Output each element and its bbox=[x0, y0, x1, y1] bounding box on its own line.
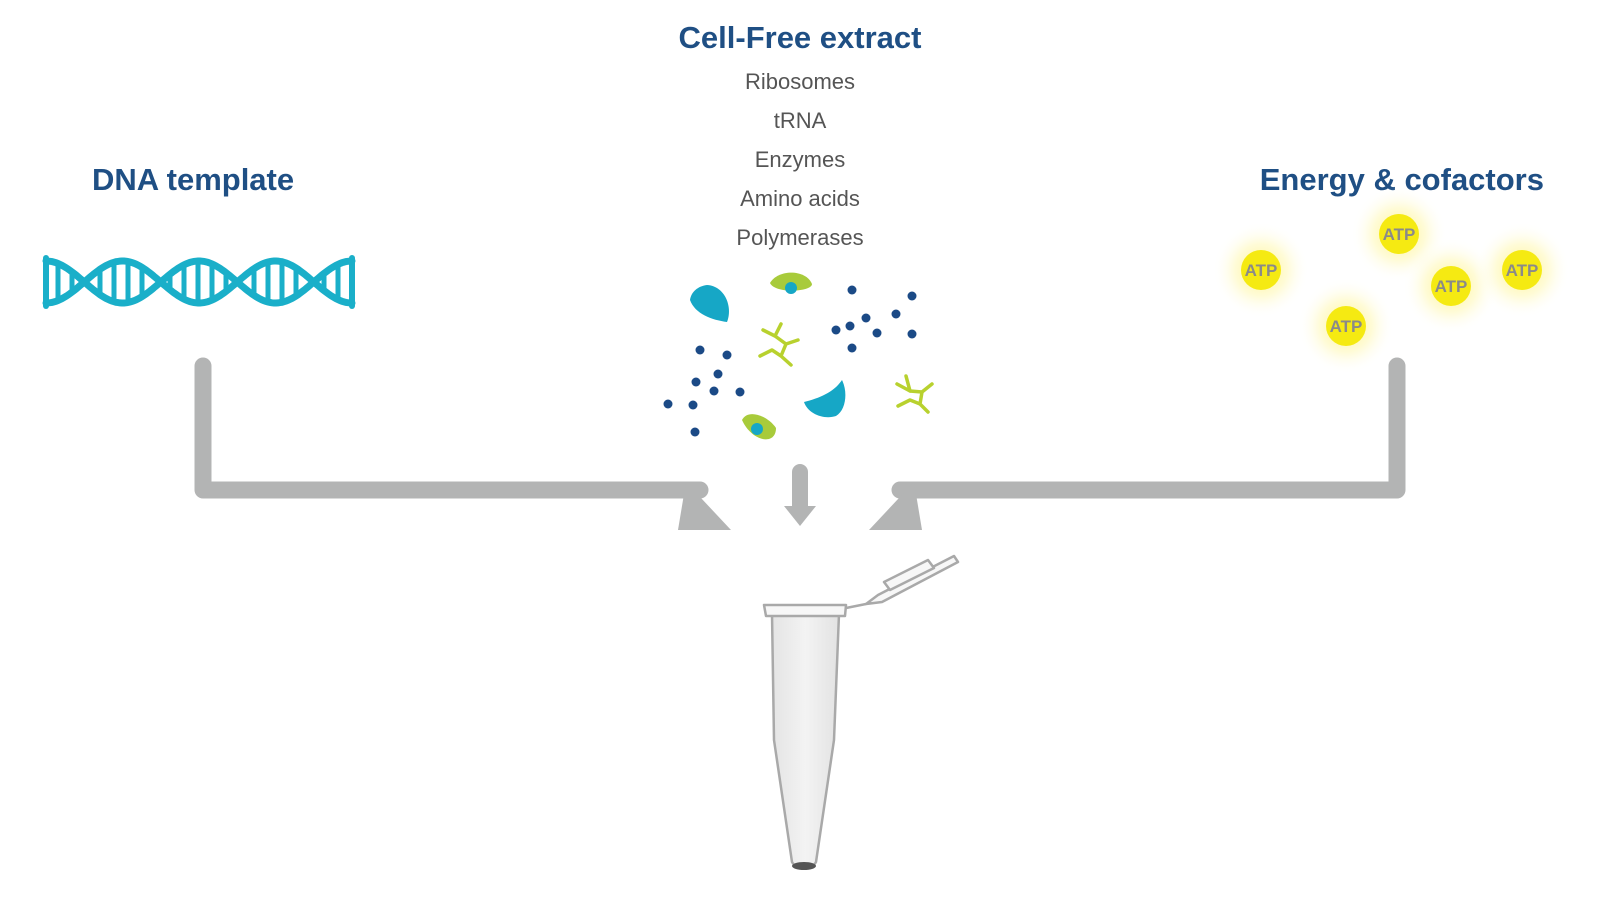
component-polymerases: Polymerases bbox=[736, 225, 864, 250]
amino-acid-dot bbox=[831, 325, 841, 335]
extract-arrow bbox=[784, 464, 816, 526]
amino-acid-dot bbox=[695, 345, 705, 355]
component-enzymes: Enzymes bbox=[754, 147, 846, 172]
energy-arrow-head bbox=[869, 482, 922, 530]
extract-particles bbox=[663, 272, 934, 440]
amino-acid-dot bbox=[688, 400, 698, 410]
amino-acid-dots bbox=[663, 285, 917, 437]
dna-icon bbox=[42, 255, 356, 309]
atp-label: ATP bbox=[1435, 277, 1468, 296]
atp-circle bbox=[1502, 250, 1542, 290]
atp-circle bbox=[1326, 306, 1366, 346]
dna-template-title: DNA template bbox=[92, 162, 295, 197]
amino-acid-dot bbox=[872, 328, 882, 338]
enzyme-icon bbox=[742, 414, 776, 440]
atp-molecules: ATP ATP ATP ATP ATP bbox=[1213, 186, 1570, 374]
amino-acid-dot bbox=[891, 309, 901, 319]
atp-circle bbox=[1241, 250, 1281, 290]
amino-acid-dot bbox=[709, 386, 719, 396]
atp-label: ATP bbox=[1383, 225, 1416, 244]
amino-acid-dot bbox=[713, 369, 723, 379]
atp-molecule: ATP bbox=[1213, 222, 1309, 318]
component-ribosomes: Ribosomes bbox=[744, 69, 856, 94]
amino-acid-dot bbox=[663, 399, 673, 409]
extract-arrow-head bbox=[784, 506, 816, 526]
microcentrifuge-tube-icon bbox=[762, 554, 960, 870]
amino-acid-dot bbox=[847, 285, 857, 295]
enzyme-icon bbox=[770, 272, 812, 294]
amino-acid-dot bbox=[735, 387, 745, 397]
component-trna: tRNA bbox=[773, 108, 827, 133]
amino-acid-dot bbox=[861, 313, 871, 323]
amino-acid-dot bbox=[907, 329, 917, 339]
amino-acid-dot bbox=[722, 350, 732, 360]
atp-molecule: ATP bbox=[1298, 278, 1394, 374]
dna-strand bbox=[42, 257, 356, 307]
amino-acid-dot bbox=[845, 321, 855, 331]
extract-component-list: Ribosomes tRNA Enzymes Amino acids Polym… bbox=[0, 62, 1600, 257]
atp-label: ATP bbox=[1245, 261, 1278, 280]
atp-label: ATP bbox=[1506, 261, 1539, 280]
trna-icon bbox=[758, 322, 800, 367]
ribosome-icon bbox=[804, 380, 846, 418]
atp-circle bbox=[1431, 266, 1471, 306]
amino-acid-dot bbox=[691, 377, 701, 387]
dna-arrow bbox=[194, 357, 731, 530]
energy-arrow bbox=[869, 357, 1406, 530]
trna-icon bbox=[895, 374, 934, 414]
amino-acid-dot bbox=[907, 291, 917, 301]
atp-circle bbox=[1379, 214, 1419, 254]
dna-arrow-head bbox=[678, 482, 731, 530]
atp-label: ATP bbox=[1330, 317, 1363, 336]
component-amino-acids: Amino acids bbox=[740, 186, 860, 211]
atp-molecule: ATP bbox=[1474, 222, 1570, 318]
amino-acid-dot bbox=[690, 427, 700, 437]
dna-strand bbox=[42, 257, 356, 307]
cell-free-extract-title: Cell-Free extract bbox=[678, 20, 922, 55]
ribosome-icon bbox=[690, 285, 729, 322]
amino-acid-dot bbox=[847, 343, 857, 353]
